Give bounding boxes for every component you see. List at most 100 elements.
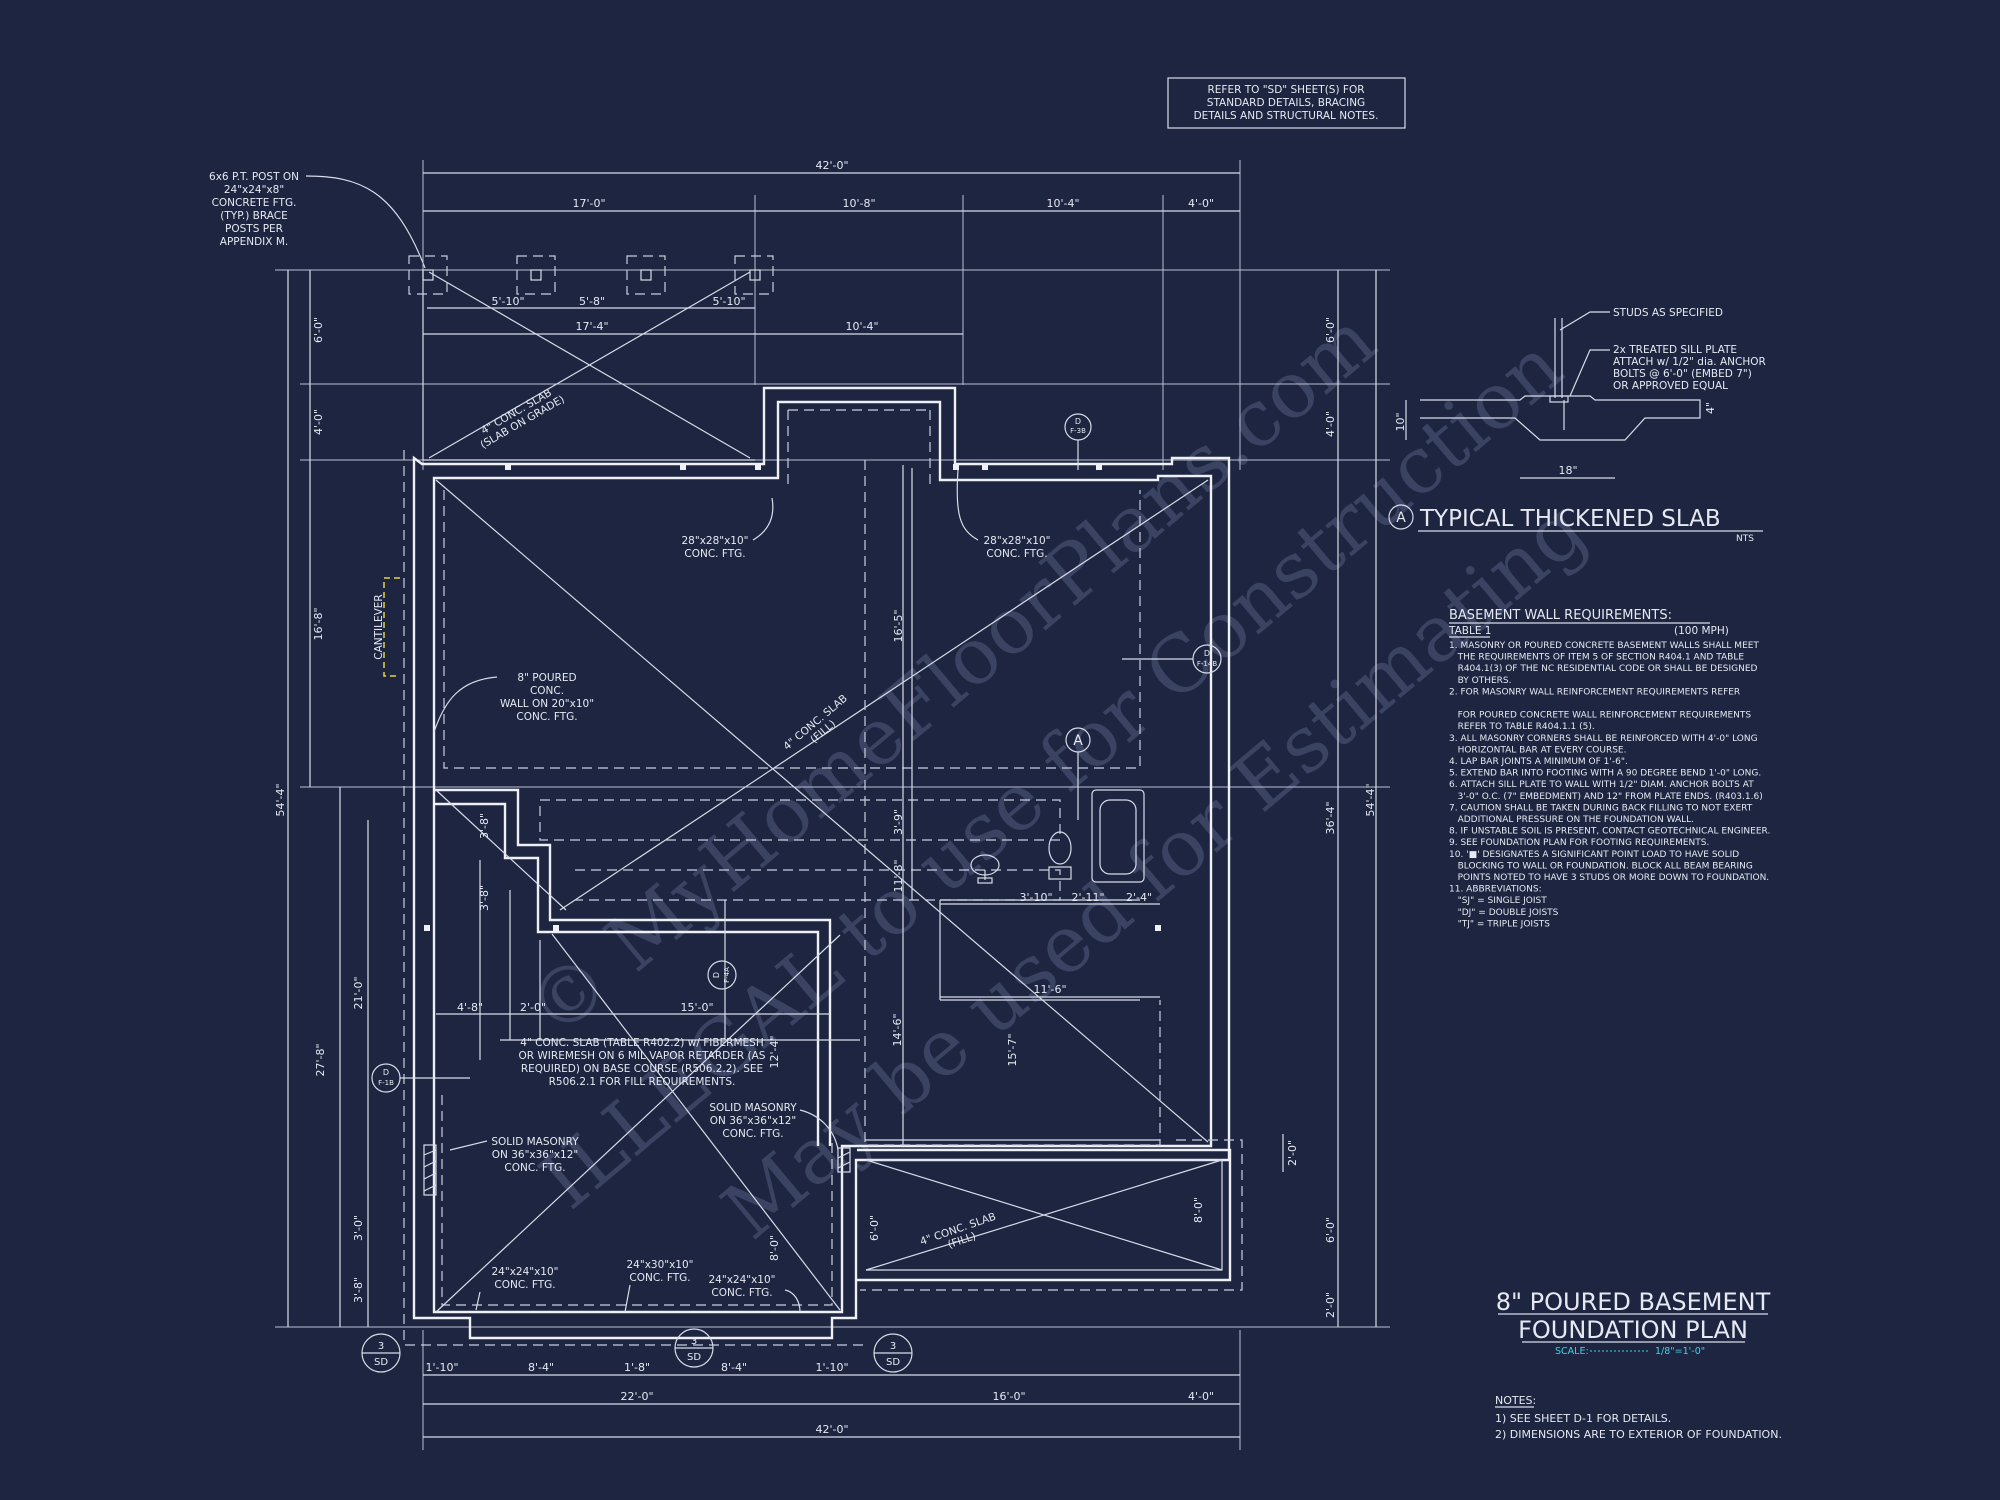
point-load-9 [1155,925,1161,931]
detail-dim-width: 18" [1558,464,1577,477]
point-load-2 [680,464,686,470]
masonry-right-line-2: ON 36"x36"x12" [710,1115,796,1127]
dim-post-3: 5'-10" [712,295,745,308]
dim-left-2: 4'-0" [312,409,325,435]
detail-dim-4: 4" [1704,402,1717,414]
tag-d-f1b-sheet: F-1B [378,1079,394,1087]
dim-int-4: 3'-10" [1019,891,1052,904]
dim-int-12: 6'-0" [868,1215,881,1241]
dim-int-18: 3'-8" [478,885,491,911]
lower-right-slab: 4" CONC. SLAB (FILL) [857,1139,1243,1291]
dim-int-11: 8'-0" [768,1235,781,1261]
dim-int-14: 4'-8" [457,1001,483,1014]
wall-note-line-2: CONC. [530,685,564,697]
footing-outline-lower [441,1095,833,1306]
ftg-right-line-1: 28"x28"x10" [984,535,1051,547]
masonry-pier-right [837,1147,851,1173]
req-line: 10. '■' DESIGNATES A SIGNIFICANT POINT L… [1449,850,1739,860]
tag-d-f4a: D F-4A [707,960,737,990]
tag-d-f4a-sheet: F-4A [723,967,731,983]
point-load-3 [755,464,761,470]
dim-int-1: 16'-5" [892,609,905,642]
dim-top-1: 17'-0" [572,197,605,210]
req-line: 3'-0" O.C. (7" EMBEDMENT) AND 12" FROM P… [1449,792,1763,802]
tag-sd-1-sheet: SD [374,1357,388,1368]
tag-sd-2-number: 3 [691,1336,697,1347]
tag-d-f38-sheet: F-3B [1070,427,1086,435]
detail-tag-letter: A [1396,510,1406,526]
point-loads [424,464,1161,931]
watermark-line-1: © MyHomeFloorPlans.com [511,295,1393,1055]
dim-int-2: 3'-9" [892,809,905,835]
dim-bot-3: 1'-8" [624,1361,650,1374]
detail-studs-note: STUDS AS SPECIFIED [1613,307,1723,319]
tag-d-f14b: D F-14B [1122,644,1222,674]
dim-int-5: 2'-11" [1071,891,1104,904]
dim-right-1: 6'-0" [1324,317,1337,343]
dim-left-overall: 54'-4" [274,783,287,816]
stair-dash [539,799,1061,841]
tag-sd-3-sheet: SD [886,1357,900,1368]
tag-d-f38-letter: D [1075,417,1081,426]
req-line: FOR POURED CONCRETE WALL REINFORCEMENT R… [1449,711,1751,721]
tag-d-f14b-letter: D [1204,649,1210,658]
dim-right-4: 2'-0" [1286,1140,1299,1166]
dim-bot-overall: 42'-0" [815,1423,848,1436]
dim-deck-1: 17'-4" [575,320,608,333]
post-footing-4 [734,255,774,295]
dim-bot-2: 8'-4" [528,1361,554,1374]
dim-deck-2: 10'-4" [845,320,878,333]
dim-left-3: 16'-8" [312,607,325,640]
bathroom-fixtures [970,789,1145,884]
dim-left-5: 27'-8" [314,1043,327,1076]
dim-bot-6: 22'-0" [620,1390,653,1403]
tag-section-a: A [1065,727,1091,820]
tag-sd-2-sheet: SD [687,1352,701,1363]
req-line: REFER TO TABLE R404.1.1 (5). [1449,722,1595,732]
ftg-left-line-1: 28"x28"x10" [682,535,749,547]
lower-right-wall [857,1148,1232,1282]
outer-foundation-wall [412,386,1231,1340]
dim-int-16: 15'-0" [680,1001,713,1014]
post-footing-2 [516,255,556,295]
foundation-walls [403,386,1231,1346]
lower-right-dash [860,1139,1243,1291]
watermark-line-2: ILLEGAL to use for Construction [524,321,1579,1227]
masonry-piers [423,1144,851,1196]
dim-int-10: 12'-4" [768,1035,781,1068]
req-line: 9. SEE FOUNDATION PLAN FOR FOOTING REQUI… [1449,838,1709,848]
refer-note-box: REFER TO "SD" SHEET(S) FOR STANDARD DETA… [1167,77,1406,129]
masonry-pier-left [423,1144,437,1196]
wall-note-line-4: CONC. FTG. [516,711,577,723]
post-note-line-5: POSTS PER [225,223,283,235]
ftg-bl-line-1: 24"x24"x10" [492,1266,559,1278]
req-line: BLOCKING TO WALL OR FOUNDATION. BLOCK AL… [1449,861,1753,871]
point-load-7 [424,925,430,931]
tag-d-f4a-letter: D [712,972,721,978]
dim-bot-7: 16'-0" [992,1390,1025,1403]
slab-note-line-1: 4" CONC. SLAB (TABLE R402.2) w/ FIBERMES… [520,1037,763,1049]
detail-nts: NTS [1736,534,1754,544]
plan-title-line-1: 8" POURED BASEMENT [1496,1288,1771,1316]
bottom-dimensions: 1'-10" 8'-4" 1'-8" 8'-4" 1'-10" 22'-0" 1… [423,1361,1240,1438]
ftg-bm-line-1: 24"x30"x10" [627,1259,694,1271]
req-line: ADDITIONAL PRESSURE ON THE FOUNDATION WA… [1449,815,1694,825]
point-load-4 [953,464,959,470]
footing-outline-outer [403,450,866,1346]
detail-sill-line-2: ATTACH w/ 1/2" dia. ANCHOR [1613,356,1766,368]
dim-top-2: 10'-8" [842,197,875,210]
dim-top-overall: 42'-0" [815,159,848,172]
req-line: 5. EXTEND BAR INTO FOOTING WITH A 90 DEG… [1449,769,1761,779]
tag-section-a-letter: A [1073,733,1083,749]
req-line: HORIZONTAL BAR AT EVERY COURSE. [1449,745,1626,755]
footing-outline-upper [443,490,1141,769]
top-dimensions: 42'-0" 17'-0" 10'-8" 10'-4" 4'-0" 5'-10"… [423,159,1240,335]
upper-space-x [435,479,1209,1143]
notes-item-2: 2) DIMENSIONS ARE TO EXTERIOR OF FOUNDAT… [1495,1428,1782,1441]
dim-bot-5: 1'-10" [815,1361,848,1374]
interior-partitions [539,460,1161,1146]
post-footing-1 [408,255,448,295]
req-line: 1. MASONRY OR POURED CONCRETE BASEMENT W… [1449,641,1759,651]
point-load-1 [505,464,511,470]
